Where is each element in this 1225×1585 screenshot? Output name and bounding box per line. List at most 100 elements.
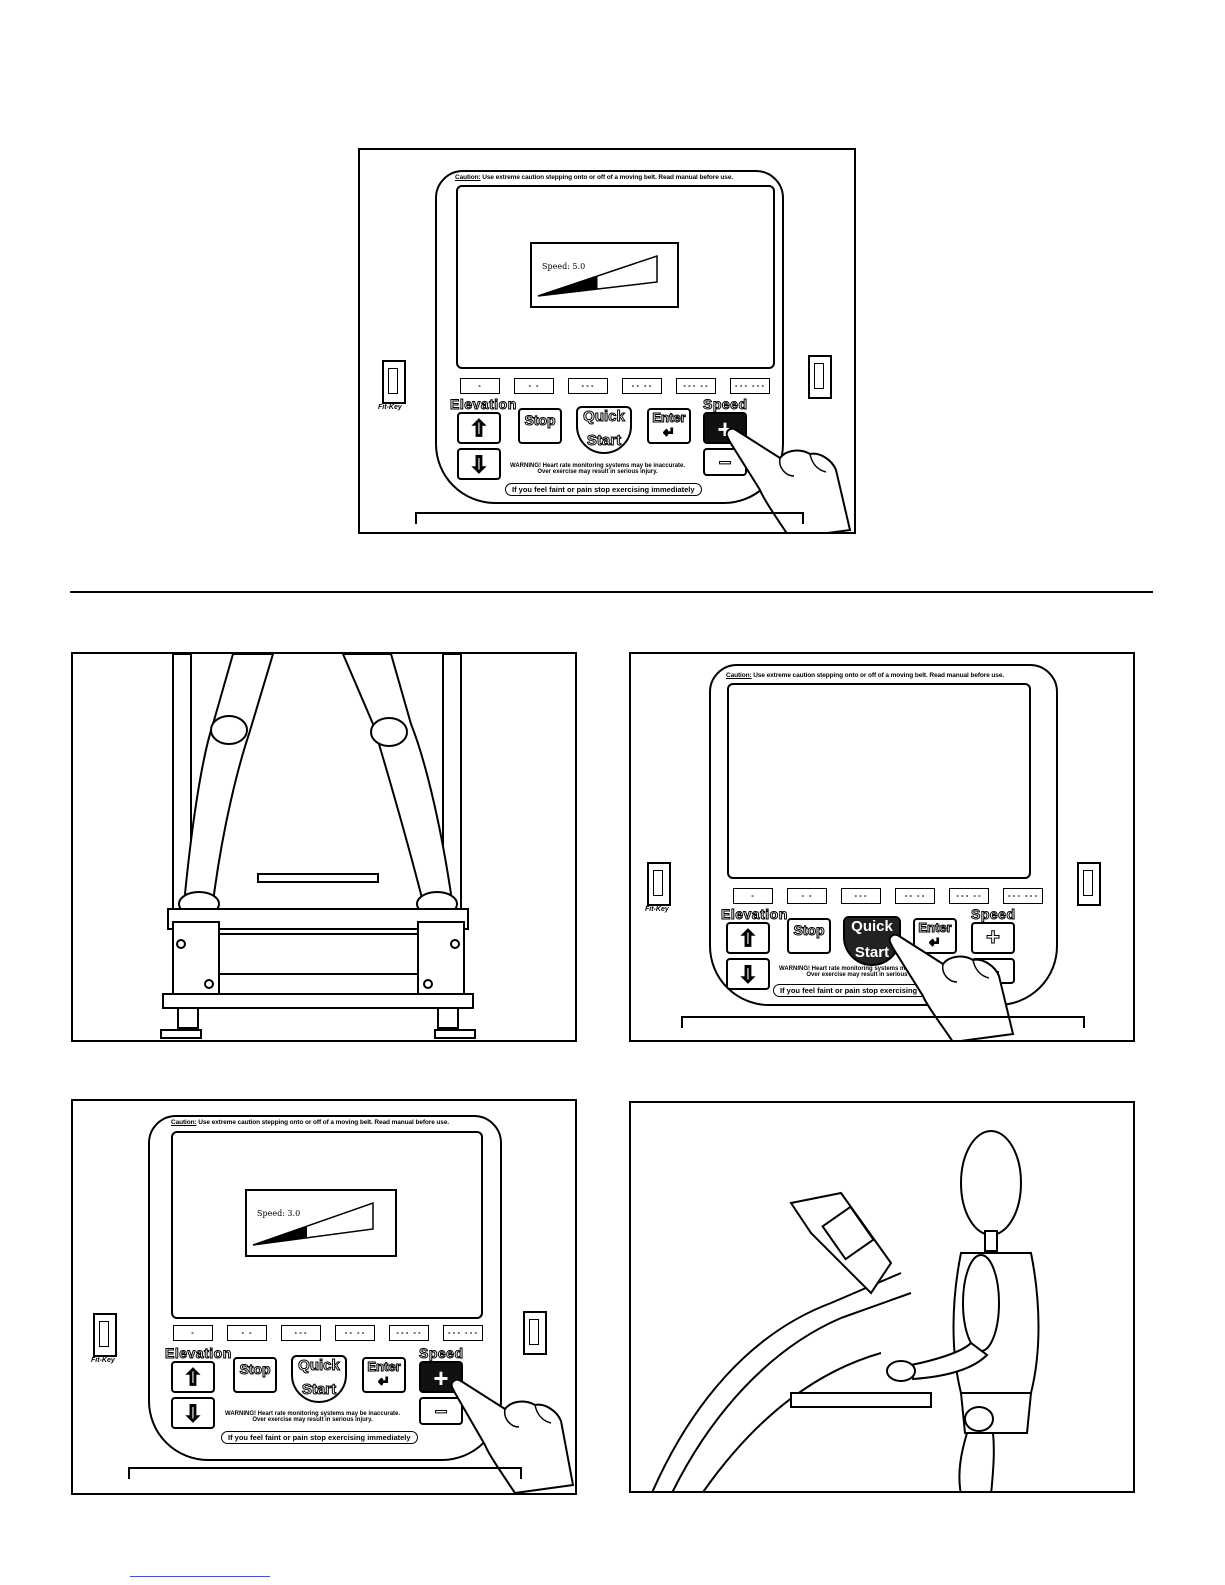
- arrow-up-icon: ⇧: [738, 926, 758, 952]
- preset-key-row: ∘ ∘ ∘ ∘∘∘ ∘∘ ∘∘ ∘∘∘ ∘∘ ∘∘∘ ∘∘∘: [173, 1325, 483, 1341]
- preset-key-2[interactable]: ∘ ∘: [787, 888, 827, 904]
- speed-up-button[interactable]: +: [971, 922, 1015, 954]
- plus-icon: +: [433, 1363, 449, 1393]
- panel-speed-increase-top: Caution: Use extreme caution stepping on…: [358, 148, 856, 534]
- faint-warning: If you feel faint or pain stop exercisin…: [505, 483, 702, 496]
- preset-key-4[interactable]: ∘∘ ∘∘: [895, 888, 935, 904]
- preset-key-6[interactable]: ∘∘∘ ∘∘∘: [730, 378, 770, 394]
- enter-button[interactable]: Enter ↵: [647, 408, 691, 444]
- preset-key-3[interactable]: ∘∘∘: [281, 1325, 321, 1341]
- preset-key-4[interactable]: ∘∘ ∘∘: [335, 1325, 375, 1341]
- preset-key-3[interactable]: ∘∘∘: [568, 378, 608, 394]
- warning-text: WARNING! Heart rate monitoring systems m…: [225, 1411, 401, 1423]
- preset-key-1[interactable]: ∘: [733, 888, 773, 904]
- arrow-down-icon: ⇩: [738, 962, 758, 988]
- preset-key-3[interactable]: ∘∘∘: [841, 888, 881, 904]
- fitkey-label: Fit-Key: [91, 1357, 115, 1364]
- quick-start-button[interactable]: Quick Start: [576, 406, 632, 454]
- console-tray: [415, 512, 804, 524]
- display-screen: Speed: 5.0: [456, 185, 775, 369]
- preset-key-2[interactable]: ∘ ∘: [227, 1325, 267, 1341]
- fitkey-port-left: [382, 360, 406, 404]
- console-illustration: Caution: Use extreme caution stepping on…: [73, 1101, 575, 1493]
- caution-text: Caution: Use extreme caution stepping on…: [455, 174, 734, 181]
- fitkey-port-left: [647, 862, 671, 906]
- speed-label: Speed: [419, 1345, 464, 1362]
- preset-key-1[interactable]: ∘: [460, 378, 500, 394]
- preset-key-1[interactable]: ∘: [173, 1325, 213, 1341]
- console-bezel: [435, 170, 784, 504]
- speed-readout: Speed: 3.0: [257, 1209, 301, 1218]
- stop-button[interactable]: Stop: [518, 408, 562, 444]
- warning-text: WARNING! Heart rate monitoring systems m…: [510, 463, 686, 475]
- minus-icon: −: [434, 1399, 448, 1425]
- fitkey-port-left: [93, 1313, 117, 1357]
- preset-key-5[interactable]: ∘∘∘ ∘∘: [389, 1325, 429, 1341]
- panel-quick-start: Caution: Use extreme caution stepping on…: [629, 652, 1135, 1042]
- console-tray: [128, 1467, 522, 1479]
- display-screen: Speed: 3.0: [171, 1131, 483, 1319]
- speed-gauge: [252, 1201, 374, 1246]
- pointing-hand-icon: [725, 427, 852, 532]
- enter-icon: ↵: [378, 1373, 391, 1390]
- arrow-up-icon: ⇧: [183, 1365, 203, 1391]
- fitkey-label: Fit-Key: [645, 906, 669, 913]
- speed-readout-box: Speed: 5.0: [530, 242, 679, 308]
- enter-icon: ↵: [929, 934, 942, 951]
- footer-rule: [130, 1576, 270, 1577]
- enter-button[interactable]: Enter ↵: [913, 918, 957, 954]
- stop-button[interactable]: Stop: [787, 918, 831, 954]
- speed-readout: Speed: 5.0: [542, 262, 586, 271]
- minus-icon: −: [718, 450, 732, 476]
- fitkey-port-right: [808, 355, 832, 399]
- panel-straddle-belt: [71, 652, 577, 1042]
- pointing-hand-icon: [450, 1378, 575, 1493]
- preset-key-6[interactable]: ∘∘∘ ∘∘∘: [1003, 888, 1043, 904]
- speed-readout-box: Speed: 3.0: [245, 1189, 397, 1257]
- caution-text: Caution: Use extreme caution stepping on…: [726, 672, 1005, 679]
- arrow-down-icon: ⇩: [469, 452, 489, 478]
- preset-key-6[interactable]: ∘∘∘ ∘∘∘: [443, 1325, 483, 1341]
- pointing-hand-icon: [888, 933, 1015, 1040]
- caution-text: Caution: Use extreme caution stepping on…: [171, 1119, 450, 1126]
- console-illustration: Caution: Use extreme caution stepping on…: [360, 150, 854, 532]
- speed-label: Speed: [971, 906, 1016, 923]
- speed-up-button[interactable]: +: [703, 412, 747, 444]
- fitkey-port-right: [523, 1311, 547, 1355]
- arrow-down-icon: ⇩: [183, 1401, 203, 1427]
- elevation-down-button[interactable]: ⇩: [726, 958, 770, 990]
- elevation-label: Elevation: [450, 396, 517, 413]
- speed-label: Speed: [703, 396, 748, 413]
- elevation-down-button[interactable]: ⇩: [457, 448, 501, 480]
- preset-key-2[interactable]: ∘ ∘: [514, 378, 554, 394]
- stop-button[interactable]: Stop: [233, 1357, 277, 1393]
- console-bezel: [709, 664, 1058, 1006]
- walking-figure-illustration: [651, 1130, 1040, 1491]
- fitkey-port-right: [1077, 862, 1101, 906]
- elevation-label: Elevation: [165, 1345, 232, 1362]
- plus-icon: +: [985, 924, 1000, 952]
- display-screen: [727, 683, 1031, 879]
- console-illustration: Caution: Use extreme caution stepping on…: [631, 654, 1133, 1040]
- warning-text: WARNING! Heart rate monitoring systems m…: [779, 966, 955, 978]
- speed-down-button[interactable]: −: [419, 1397, 463, 1425]
- enter-button[interactable]: Enter ↵: [362, 1357, 406, 1393]
- preset-key-5[interactable]: ∘∘∘ ∘∘: [949, 888, 989, 904]
- arrow-up-icon: ⇧: [469, 416, 489, 442]
- straddle-figure-illustration: [160, 654, 476, 1039]
- console-tray: [681, 1016, 1085, 1028]
- elevation-down-button[interactable]: ⇩: [171, 1397, 215, 1429]
- panel-speed-increase-bottom: Caution: Use extreme caution stepping on…: [71, 1099, 577, 1495]
- elevation-up-button[interactable]: ⇧: [457, 412, 501, 444]
- enter-icon: ↵: [663, 424, 676, 441]
- faint-warning: If you feel faint or pain stop exercisin…: [221, 1431, 418, 1444]
- preset-key-row: ∘ ∘ ∘ ∘∘∘ ∘∘ ∘∘ ∘∘∘ ∘∘ ∘∘∘ ∘∘∘: [733, 888, 1043, 904]
- elevation-up-button[interactable]: ⇧: [726, 922, 770, 954]
- preset-key-4[interactable]: ∘∘ ∘∘: [622, 378, 662, 394]
- preset-key-5[interactable]: ∘∘∘ ∘∘: [676, 378, 716, 394]
- elevation-up-button[interactable]: ⇧: [171, 1361, 215, 1393]
- fitkey-label: Fit-Key: [378, 404, 402, 411]
- preset-key-row: ∘ ∘ ∘ ∘∘∘ ∘∘ ∘∘ ∘∘∘ ∘∘ ∘∘∘ ∘∘∘: [460, 378, 770, 394]
- panel-walking-figure: [629, 1101, 1135, 1493]
- quick-start-button[interactable]: Quick Start: [291, 1355, 347, 1403]
